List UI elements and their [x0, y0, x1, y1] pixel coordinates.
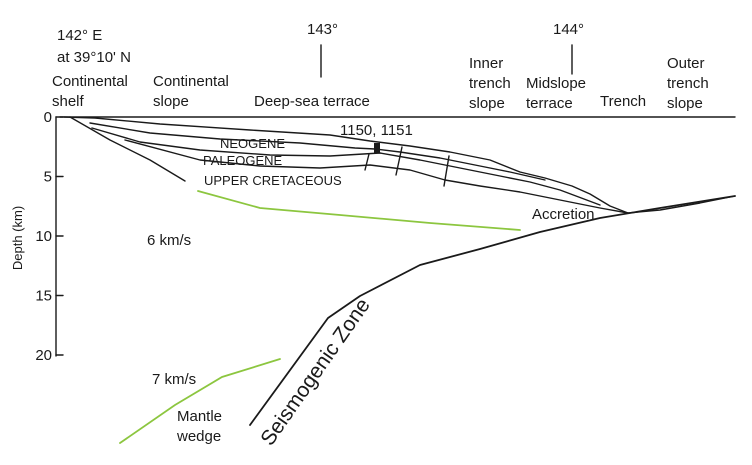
- depth-axis-label: Depth (km): [10, 206, 25, 270]
- site-label: 1150, 1151: [340, 122, 413, 139]
- stratum-upper-cretaceous: UPPER CRETACEOUS: [204, 173, 342, 188]
- stratum-neogene: NEOGENE: [220, 136, 285, 151]
- basement-line: [124, 139, 629, 214]
- accretion-label: Accretion: [532, 206, 595, 223]
- depth-tick-label-15: 15: [35, 288, 52, 305]
- fault-line-2: [395, 146, 403, 176]
- longitude-start-label: 142° E: [57, 27, 102, 44]
- region-inner-trench-slope: Inner trench slope: [469, 55, 515, 112]
- upper-cretaceous-base-line: [69, 116, 186, 182]
- fault-line-3: [443, 155, 450, 187]
- region-deep-sea-terrace: Deep-sea terrace: [254, 93, 370, 110]
- depth-axis: 0 5 10 15 20: [35, 109, 64, 364]
- velocity-contour-6: [197, 190, 521, 231]
- drill-site-marker: [374, 143, 380, 153]
- depth-tick-label-10: 10: [35, 228, 52, 245]
- depth-tick-label-5: 5: [44, 169, 52, 186]
- region-midslope-terrace: Midslope terrace: [526, 75, 590, 112]
- longitude-end-label: 144°: [553, 21, 584, 38]
- region-trench: Trench: [600, 93, 646, 110]
- depth-tick-label-20: 20: [35, 347, 52, 364]
- mantle-wedge-label: Mantle wedge: [176, 408, 226, 445]
- stratum-paleogene: PALEOGENE: [203, 153, 283, 168]
- region-outer-trench-slope: Outer trench slope: [667, 55, 713, 112]
- velocity-label-7: 7 km/s: [152, 371, 196, 388]
- seismogenic-zone-label: Seismogenic Zone: [256, 294, 375, 450]
- longitude-mid-label: 143°: [307, 21, 338, 38]
- velocity-contour-7: [119, 358, 281, 444]
- latitude-label: at 39°10' N: [57, 49, 131, 66]
- region-continental-slope: Continental slope: [153, 73, 233, 110]
- fault-line-1: [364, 153, 370, 171]
- region-continental-shelf: Continental shelf: [52, 73, 132, 110]
- subducting-plate-surface: [249, 195, 736, 426]
- velocity-label-6: 6 km/s: [147, 232, 191, 249]
- depth-tick-label-0: 0: [44, 109, 52, 126]
